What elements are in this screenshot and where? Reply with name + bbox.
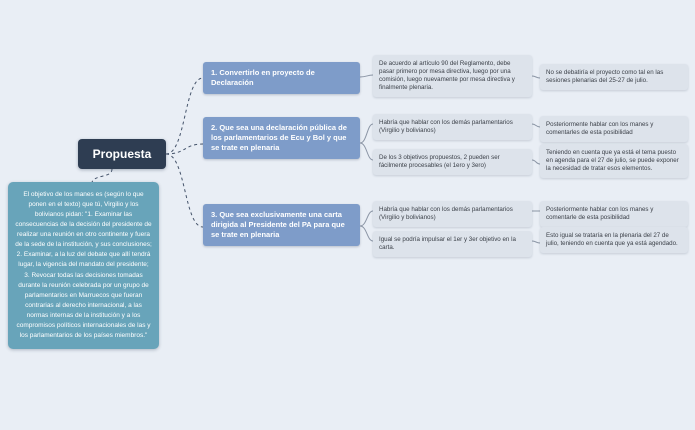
- note-node-objetivo[interactable]: El objetivo de los manes es (según lo qu…: [8, 182, 159, 349]
- child-node-3-1-hablar-parlamentarios[interactable]: Habría que hablar con los demás parlamen…: [373, 201, 532, 228]
- grandchild-node-3-2-1-plenaria-agendado[interactable]: Esto igual se trataría en la plenaria de…: [540, 227, 688, 254]
- child-node-3-2-impulsar-objetivos[interactable]: Igual se podría impulsar el 1er y 3er ob…: [373, 231, 532, 258]
- child-node-2-2-objetivos-procesables[interactable]: De los 3 objetivos propuestos, 2 pueden …: [373, 149, 532, 176]
- grandchild-node-1-1-1-no-debate[interactable]: No se debatiría el proyecto como tal en …: [540, 64, 688, 91]
- grandchild-node-3-1-1-hablar-manes[interactable]: Posteriormente hablar con los manes y co…: [540, 201, 688, 228]
- branch-node-2-declaracion-publica[interactable]: 2. Que sea una declaración pública de lo…: [203, 117, 360, 160]
- root-node-propuesta[interactable]: Propuesta: [78, 139, 166, 169]
- grandchild-node-2-1-1-hablar-manes[interactable]: Posteriormente hablar con los manes y co…: [540, 116, 688, 143]
- child-node-2-1-hablar-parlamentarios[interactable]: Habría que hablar con los demás parlamen…: [373, 114, 532, 141]
- grandchild-node-2-2-1-agenda-27-julio[interactable]: Teniendo en cuenta que ya está el tema p…: [540, 144, 688, 179]
- child-node-1-1-articulo-90[interactable]: De acuerdo al artículo 90 del Reglamento…: [373, 55, 532, 98]
- branch-node-3-carta-presidente[interactable]: 3. Que sea exclusivamente una carta diri…: [203, 204, 360, 247]
- branch-node-1-proyecto-declaracion[interactable]: 1. Convertirlo en proyecto de Declaració…: [203, 62, 360, 95]
